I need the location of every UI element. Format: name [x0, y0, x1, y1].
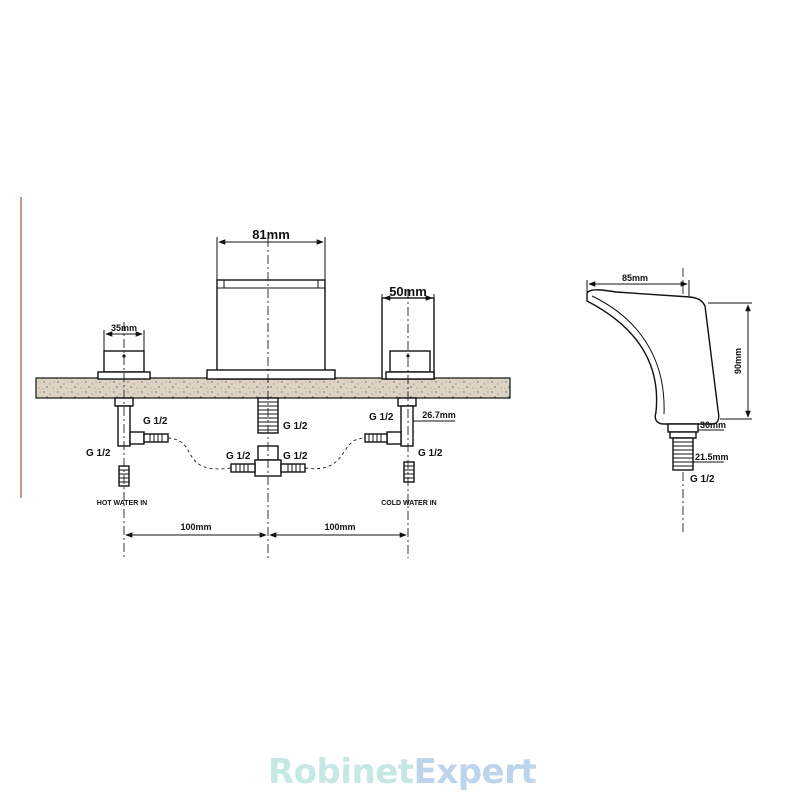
watermark-part-1: Robinet — [268, 752, 414, 792]
dim-handle-body-width: 50mm — [389, 284, 427, 299]
cold-water-inlet-label: COLD WATER IN — [381, 500, 436, 507]
thread-label-left-side: G 1/2 — [143, 416, 168, 427]
front-view: 81mm 50mm 35mm 26.7mm 100mm 100mm G 1/2 … — [35, 227, 511, 560]
dim-pipe-offset: 26.7mm — [422, 410, 456, 420]
dim-spacing-right: 100mm — [324, 522, 355, 532]
spout-profile-inner — [591, 295, 665, 415]
dim-handle-width: 35mm — [111, 323, 137, 333]
hot-hose — [167, 437, 232, 470]
cold-valve — [364, 397, 417, 483]
dim-outlet-base: 30mm — [700, 420, 726, 430]
spout-profile — [586, 289, 720, 425]
outlet-base — [667, 423, 699, 433]
thread-label-left-bottom: G 1/2 — [86, 448, 111, 459]
dim-spout-width: 81mm — [252, 227, 290, 242]
hot-water-inlet-label: HOT WATER IN — [97, 500, 147, 507]
thread-label-right-side: G 1/2 — [369, 412, 394, 423]
thread-label-outlet: G 1/2 — [690, 474, 715, 485]
dim-outlet-thread: 21.5mm — [695, 452, 729, 462]
thread-label-tee-left: G 1/2 — [226, 451, 251, 462]
thread-label-center: G 1/2 — [283, 421, 308, 432]
thread-label-tee-right: G 1/2 — [283, 451, 308, 462]
dim-outlet-height: 90mm — [733, 348, 743, 374]
dim-spacing-left: 100mm — [180, 522, 211, 532]
cold-hose — [304, 437, 366, 470]
spout-body — [206, 279, 336, 380]
side-view: 85mm 90mm 30mm 21.5mm G 1/2 — [586, 268, 752, 532]
watermark-part-2: Expert — [413, 752, 537, 792]
hot-valve — [114, 397, 169, 487]
watermark-logo: RobinetExpert — [268, 752, 537, 792]
countertop — [35, 377, 511, 399]
thread-label-right-bottom: G 1/2 — [418, 448, 443, 459]
dim-outlet-reach: 85mm — [622, 273, 648, 283]
